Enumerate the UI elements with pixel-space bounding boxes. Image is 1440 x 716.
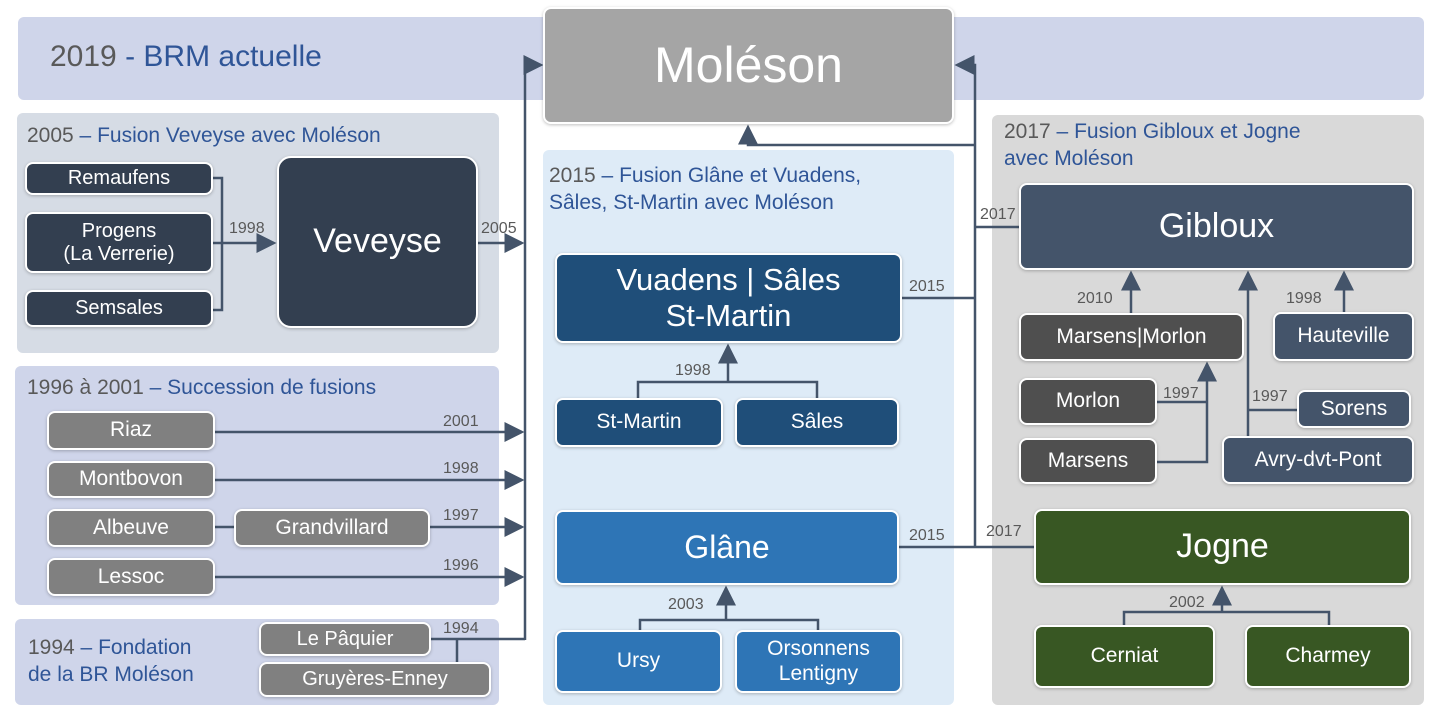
year-label: 1998 <box>1286 290 1322 307</box>
box-avry-dvt-pont: Avry-dvt-Pont <box>1222 436 1414 484</box>
year-label: 1998 <box>229 220 265 237</box>
box-marsens: Marsens <box>1019 438 1157 484</box>
box-ursy: Ursy <box>555 630 722 693</box>
box-hauteville: Hauteville <box>1273 312 1414 361</box>
year-label: 2017 <box>980 206 1016 223</box>
year: 2015 <box>549 164 596 187</box>
box-jogne: Jogne <box>1034 509 1411 585</box>
year-label: 2015 <box>909 527 945 544</box>
panel-2015-title: 2015 – Fusion Glâne et Vuadens, Sâles, S… <box>549 162 861 216</box>
box-charmey: Charmey <box>1245 625 1411 688</box>
header-title: 2019 - BRM actuelle <box>50 40 322 74</box>
year-label: 1997 <box>1252 388 1288 405</box>
box-cerniat: Cerniat <box>1034 625 1215 688</box>
box-st-martin: St-Martin <box>555 398 723 447</box>
panel-2017-title: 2017 – Fusion Gibloux et Jogne avec Molé… <box>1004 118 1301 172</box>
box-progens: Progens (La Verrerie) <box>25 212 213 273</box>
year-label: 1998 <box>443 460 479 477</box>
moleson-box: Moléson <box>543 7 954 124</box>
box-lessoc: Lessoc <box>47 558 215 596</box>
year: 1996 à 2001 <box>27 376 144 399</box>
year-label: 2003 <box>668 596 704 613</box>
box-marsens-morlon: Marsens|Morlon <box>1019 313 1244 361</box>
box-glane: Glâne <box>555 510 899 585</box>
box-vuadens-sales-stmartin: Vuadens | Sâles St-Martin <box>555 253 902 343</box>
box-riaz: Riaz <box>47 411 215 450</box>
header-text: - BRM actuelle <box>116 40 322 73</box>
box-orsonnens-lentigny: Orsonnens Lentigny <box>735 630 902 693</box>
year: 2017 <box>1004 120 1051 143</box>
box-morlon: Morlon <box>1019 378 1157 425</box>
box-veveyse: Veveyse <box>277 156 478 328</box>
panel-2005-title: 2005 – Fusion Veveyse avec Moléson <box>27 122 381 149</box>
panel-1994-title: 1994 – Fondation de la BR Moléson <box>28 634 194 688</box>
year: 2005 <box>27 124 74 147</box>
year-label: 2015 <box>909 278 945 295</box>
year-label: 1998 <box>675 362 711 379</box>
title: – Succession de fusions <box>143 376 377 399</box>
box-gruyeres-enney: Gruyères-Enney <box>259 662 491 697</box>
year-label: 2001 <box>443 413 479 430</box>
year-label: 1994 <box>443 620 479 637</box>
box-remaufens: Remaufens <box>25 162 213 195</box>
title: – Fusion Gibloux et Jogne avec Moléson <box>1004 120 1301 170</box>
title: – Fusion Glâne et Vuadens, Sâles, St-Mar… <box>549 164 862 214</box>
box-albeuve: Albeuve <box>47 509 215 547</box>
year-label: 2017 <box>986 523 1022 540</box>
title: – Fusion Veveyse avec Moléson <box>73 124 381 147</box>
year-label: 1997 <box>443 507 479 524</box>
year-label: 2005 <box>481 220 517 237</box>
header-year: 2019 <box>50 40 117 73</box>
title: – Fondation de la BR Moléson <box>28 636 194 686</box>
year-label: 2010 <box>1077 290 1113 307</box>
panel-1996-title: 1996 à 2001 – Succession de fusions <box>27 374 376 401</box>
box-semsales: Semsales <box>25 290 213 327</box>
box-le-paquier: Le Pâquier <box>259 622 431 656</box>
year-label: 1996 <box>443 557 479 574</box>
year-label: 1997 <box>1163 385 1199 402</box>
box-sales: Sâles <box>735 398 899 447</box>
box-sorens: Sorens <box>1297 390 1411 428</box>
year: 1994 <box>28 636 75 659</box>
year-label: 2002 <box>1169 594 1205 611</box>
box-grandvillard: Grandvillard <box>234 509 430 547</box>
box-gibloux: Gibloux <box>1019 183 1414 270</box>
box-montbovon: Montbovon <box>47 461 215 498</box>
